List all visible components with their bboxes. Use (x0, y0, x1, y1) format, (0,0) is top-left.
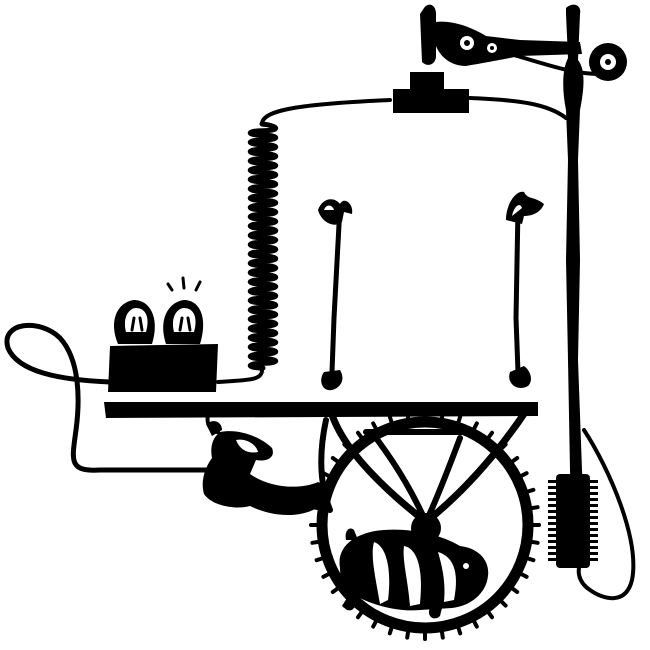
wheel-strap-left (326, 404, 430, 526)
wheel-tooth (330, 586, 340, 594)
battery-box (108, 344, 218, 392)
wheel-tooth (529, 505, 540, 511)
wheel-strap-right (422, 404, 532, 526)
wheel-tooth (510, 456, 520, 464)
brush-bristle (548, 546, 598, 549)
wheel-tooth (342, 442, 351, 451)
brush-bristle (548, 492, 598, 495)
hamster (339, 528, 489, 619)
switch-wire (468, 96, 568, 120)
loose-cable (4, 322, 218, 473)
wheel-tooth (356, 610, 364, 620)
wheel-tooth (405, 410, 411, 421)
support-pole (563, 4, 586, 540)
wheel-tooth (499, 442, 508, 451)
wheel-tooth (472, 619, 479, 629)
brush-bristle (548, 558, 598, 561)
horn-speaker (202, 410, 329, 516)
wheel-tooth (439, 410, 445, 421)
brush-bristle (548, 498, 598, 501)
pulley-arm (420, 4, 627, 81)
wheel-tooth (387, 414, 394, 425)
hanging-cord-right (506, 191, 544, 389)
light-bulbs (113, 276, 204, 344)
brush-bristle (548, 516, 598, 519)
wheel-tooth (519, 572, 529, 579)
wheel-tooth (387, 625, 394, 636)
switch-block (393, 72, 469, 113)
wheel-tooth (371, 421, 378, 431)
brush-bristle (548, 528, 598, 531)
hanging-cord-left (318, 199, 353, 391)
coil-spring (247, 121, 279, 371)
brush-roller (548, 474, 598, 568)
wheel-tooth (356, 430, 364, 440)
wheel-tooth (472, 421, 479, 431)
wheel-tooth (486, 610, 494, 620)
brush-bristle (548, 540, 598, 543)
wheel-tooth (314, 556, 325, 563)
brush-bristle (548, 486, 598, 489)
coil-lead-bottom (216, 368, 264, 384)
coil-lead-top (260, 98, 392, 126)
wheel-tooth (486, 430, 494, 440)
wheel-tooth (314, 487, 325, 494)
wheel-tooth (310, 539, 321, 545)
brush-bristle (548, 480, 598, 483)
brush-bristle (548, 504, 598, 507)
brush-bristle (548, 510, 598, 513)
wheel-tooth (499, 599, 508, 608)
brush-bristle (548, 534, 598, 537)
wheel-tooth (439, 629, 445, 640)
wheel-strap-cross-right (363, 429, 471, 525)
coiled-wire (247, 121, 279, 371)
wheel-tooth (529, 539, 540, 545)
pole-cord (576, 428, 636, 601)
wheel-tooth (310, 505, 321, 511)
wheel-tooth (510, 586, 520, 594)
wheel-tooth (456, 625, 463, 636)
wheel-tooth (525, 556, 536, 563)
hamster-wheel (309, 409, 541, 641)
wheel-tooth (321, 471, 331, 478)
wheel-tooth (330, 456, 340, 464)
brush-bristle (548, 552, 598, 555)
wheel-tooth (525, 487, 536, 494)
brush-bristle (548, 522, 598, 525)
wheel-tooth (519, 471, 529, 478)
wheel-tooth (456, 414, 463, 425)
wheel-tooth (405, 629, 411, 640)
wheel-tooth (321, 572, 331, 579)
wooden-shelf (104, 402, 538, 418)
wheel-tooth (371, 619, 378, 629)
